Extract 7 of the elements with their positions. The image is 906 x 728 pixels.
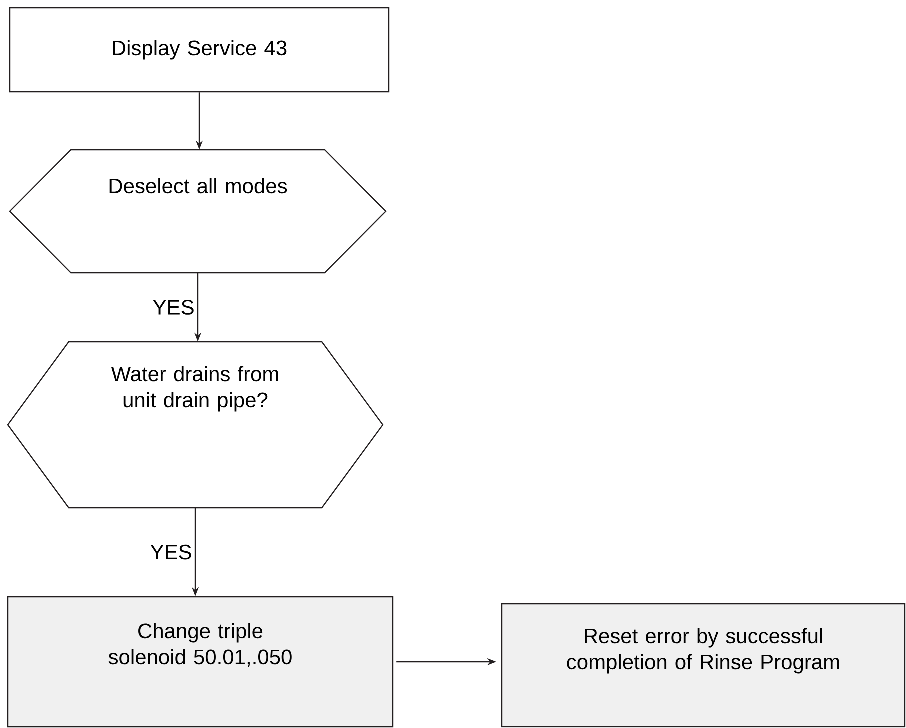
hexagon-box: Deselect all modes [9,149,387,274]
process-box: Change triple solenoid 50.01,.050 [7,596,394,728]
process-box: Reset error by successful completion of Rinse Program [501,603,906,728]
hexagon-box: Water drains from unit drain pipe? [7,341,384,509]
edge-label: YES [150,298,197,317]
process-box: Display Service 43 [9,7,390,93]
edge-label: YES [148,542,194,562]
